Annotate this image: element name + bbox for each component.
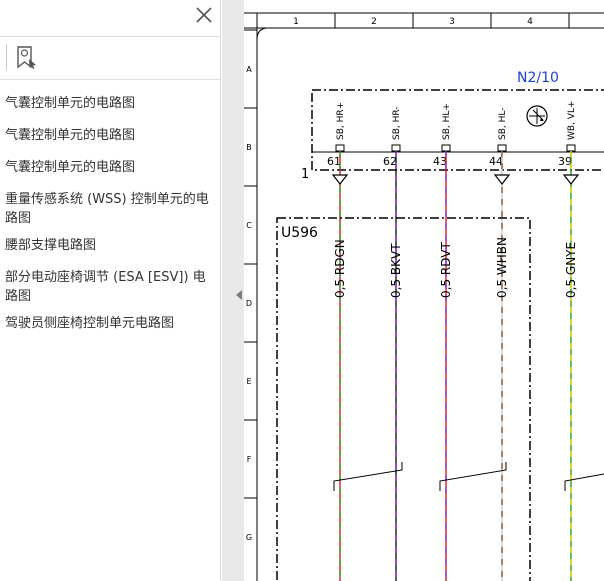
pin-contact xyxy=(566,144,576,152)
frame-inner-corner xyxy=(256,27,604,41)
module-name: U596 xyxy=(281,225,318,241)
bookmark-item[interactable]: 重量传感系统 (WSS) 控制单元的电路图 xyxy=(5,192,209,226)
pin-number: 39 xyxy=(558,155,572,168)
bookmark-item[interactable]: 气囊控制单元的电路图 xyxy=(5,96,136,111)
column-label: 4 xyxy=(527,17,533,27)
bookmark-item[interactable]: 气囊控制单元的电路图 xyxy=(5,128,136,143)
bookmark-item[interactable]: 部分电动座椅调节 (ESA [ESV]) 电路图 xyxy=(5,270,206,304)
panel-header-divider xyxy=(0,36,220,37)
close-panel-button[interactable] xyxy=(194,5,214,25)
document-view[interactable]: 1 2 3 4 A B C D E F G N2/10 1 SB, HR+ 61 0,5 RDGN SB… xyxy=(244,0,604,581)
connector-outline xyxy=(311,89,604,171)
row-label: G xyxy=(246,533,252,542)
column-label: 2 xyxy=(371,17,377,27)
switch-lever xyxy=(333,462,403,491)
pin-number: 61 xyxy=(327,155,341,168)
pin-label: WB, VL+ xyxy=(567,100,577,140)
pin-number: 43 xyxy=(433,155,447,168)
module-outline xyxy=(276,217,531,581)
pin-number: 62 xyxy=(383,155,397,168)
bookmark-item[interactable]: 气囊控制单元的电路图 xyxy=(5,160,136,175)
row-label: D xyxy=(246,299,252,308)
pin-contact xyxy=(391,144,401,152)
pin-contact xyxy=(335,144,345,152)
wire-label: 0,5 BKVT xyxy=(389,243,403,298)
toolbar-separator xyxy=(6,44,7,70)
bookmarks-panel: 气囊控制单元的电路图 气囊控制单元的电路图 气囊控制单元的电路图 重量传感系统 … xyxy=(0,0,221,581)
test-point-symbol xyxy=(562,174,580,185)
bookmark-item[interactable]: 驾驶员侧座椅控制单元电路图 xyxy=(5,316,175,331)
switch-lever xyxy=(439,462,507,491)
pin-label: SB, HR- xyxy=(392,106,402,140)
pin-number: 44 xyxy=(489,155,503,168)
connector-pin-side: 1 xyxy=(301,167,309,182)
close-icon xyxy=(196,7,212,23)
pin-label: SB, HL- xyxy=(498,108,508,140)
row-label: E xyxy=(246,377,251,386)
wiring-diagram: 1 2 3 4 A B C D E F G N2/10 1 SB, HR+ 61 0,5 RDGN SB… xyxy=(244,12,604,581)
wire-label: 0,5 RDVT xyxy=(439,242,453,298)
toolbar-divider xyxy=(0,79,220,80)
row-label: F xyxy=(247,455,252,464)
bookmark-options-button[interactable] xyxy=(15,45,39,71)
pin-contact xyxy=(497,144,507,152)
collapse-panel-arrow-icon[interactable] xyxy=(236,290,242,300)
pin-label: SB, HL+ xyxy=(442,103,452,140)
pin-label: SB, HR+ xyxy=(336,102,346,140)
pin-contact xyxy=(441,144,451,152)
panel-resize-handle[interactable] xyxy=(222,0,244,581)
bookmark-item[interactable]: 腰部支撑电路图 xyxy=(5,238,97,253)
column-label: 1 xyxy=(293,17,299,27)
connector-name: N2/10 xyxy=(517,70,559,86)
wire-label: 0,5 RDGN xyxy=(333,239,347,298)
wire-label: 0,5 GNYE xyxy=(564,242,578,298)
row-label: C xyxy=(246,221,252,230)
sensor-symbol xyxy=(526,105,548,127)
test-point-symbol xyxy=(331,174,349,185)
switch-lever xyxy=(564,473,604,491)
wire-label: 0,5 WHBN xyxy=(495,237,509,298)
bookmark-settings-icon xyxy=(17,46,36,69)
column-label: 3 xyxy=(449,17,455,27)
row-label: A xyxy=(246,65,252,74)
row-label: B xyxy=(246,143,252,152)
test-point-symbol xyxy=(493,174,511,185)
